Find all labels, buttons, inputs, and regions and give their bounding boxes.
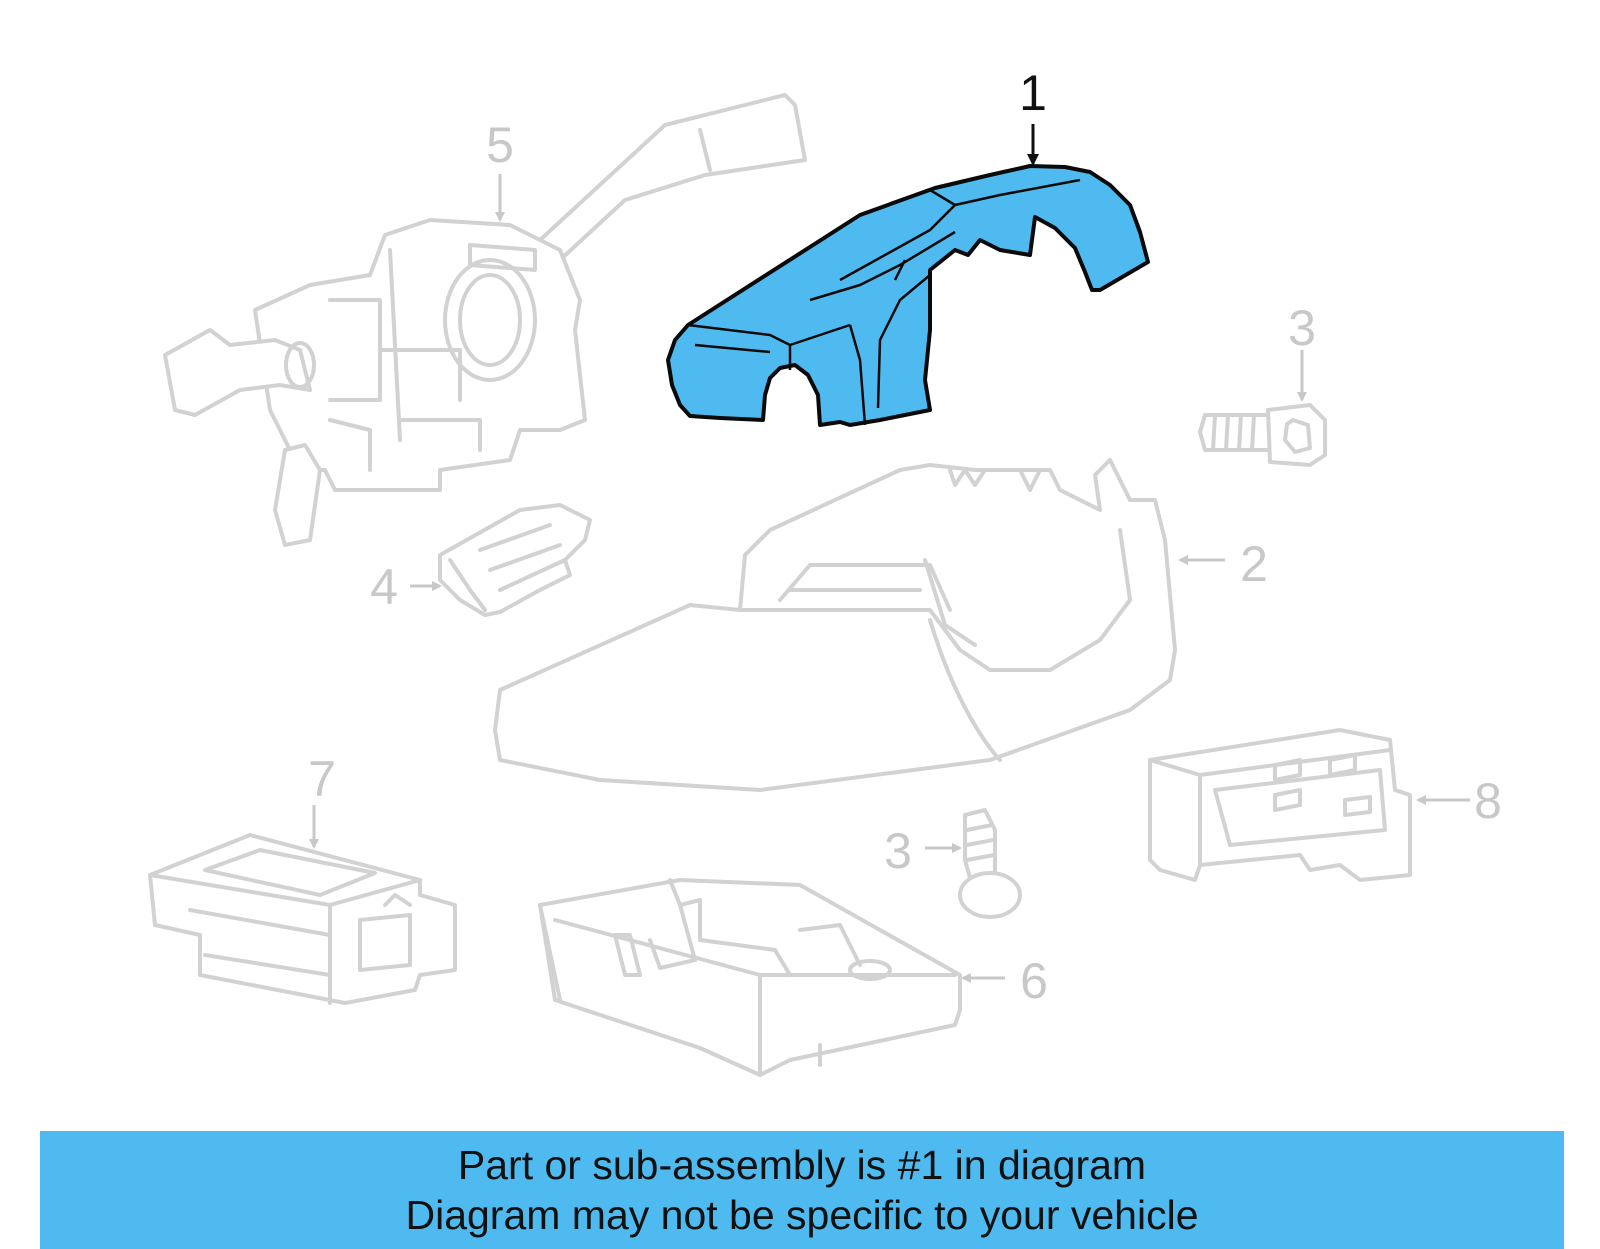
part-3-screw-lower [958, 808, 1022, 919]
part-1-upper-column-cover [666, 164, 1150, 427]
callout-3-lower: 3 [884, 823, 912, 879]
callout-8: 8 [1474, 773, 1502, 829]
banner-line-part-number: Part or sub-assembly is #1 in diagram [457, 1142, 1147, 1188]
callout-6: 6 [1020, 953, 1048, 1009]
callout-2: 2 [1240, 536, 1268, 592]
part-8-module [1148, 728, 1412, 882]
callout-5: 5 [486, 117, 514, 173]
banner-line-disclaimer: Diagram may not be specific to your vehi… [405, 1192, 1199, 1238]
callout-3-upper: 3 [1288, 300, 1316, 356]
info-banner: Part or sub-assembly is #1 in diagram Di… [40, 1131, 1564, 1249]
part-2-lower-cover [493, 458, 1177, 792]
part-3-bolt-upper [1198, 403, 1327, 467]
callout-4: 4 [370, 559, 398, 615]
part-4-switch [438, 503, 592, 617]
part-6-bracket [538, 878, 962, 1077]
part-5-combination-switch [163, 93, 807, 547]
callout-7: 7 [308, 751, 336, 807]
part-7-control-module [148, 833, 457, 1005]
callout-1: 1 [1019, 65, 1047, 121]
